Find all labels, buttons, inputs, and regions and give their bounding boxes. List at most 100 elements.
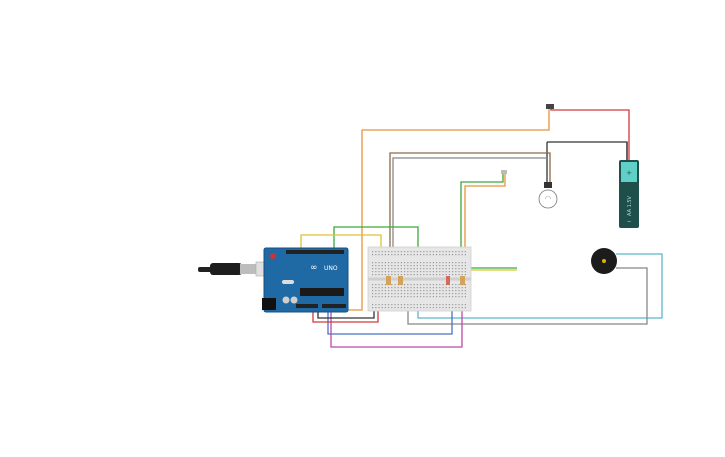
breadboard-hole [458,290,460,292]
breadboard-hole [439,271,441,273]
breadboard-hole [416,254,418,256]
breadboard-hole [394,293,396,295]
breadboard-hole [397,290,399,292]
breadboard-hole [432,271,434,273]
arduino-uno[interactable]: ∞ UNO [262,247,349,313]
wire-orange-sensor[interactable] [464,174,506,262]
resistor-icon[interactable] [386,276,391,285]
wire-magenta[interactable] [330,282,463,348]
breadboard-hole [439,254,441,256]
breadboard-hole [378,293,380,295]
slide-switch[interactable] [546,104,554,109]
breadboard-holes [372,251,466,309]
wire-gray[interactable] [392,157,547,262]
breadboard-hole [375,271,377,273]
power-jack [262,298,276,310]
breadboard-hole [384,304,386,306]
battery[interactable]: + AA 1.5V − [619,160,639,228]
breadboard-hole [452,265,454,267]
wire-red-gnd[interactable] [312,308,379,323]
breadboard-hole [384,284,386,286]
breadboard-hole [426,296,428,298]
breadboard-hole [384,296,386,298]
breadboard-hole [423,251,425,253]
breadboard-hole [452,274,454,276]
sensor-part[interactable] [501,170,507,174]
breadboard-hole [394,284,396,286]
breadboard-hole [429,284,431,286]
breadboard-hole [448,268,450,270]
breadboard-hole [372,268,374,270]
breadboard-hole [464,274,466,276]
breadboard-hole [391,293,393,295]
breadboard-hole [461,307,463,309]
breadboard-hole [400,293,402,295]
breadboard-hole [381,290,383,292]
wire-gray-buzzer[interactable] [407,267,648,325]
wire-green-board[interactable] [333,226,419,262]
wire-red[interactable] [550,108,630,162]
wire-black[interactable] [547,141,628,162]
breadboard-hole [461,293,463,295]
breadboard-hole [436,265,438,267]
breadboard-hole [461,304,463,306]
breadboard-hole [372,284,374,286]
breadboard-hole [420,268,422,270]
breadboard-hole [407,293,409,295]
breadboard-hole [448,254,450,256]
breadboard-hole [404,271,406,273]
breadboard-hole [464,293,466,295]
breadboard-hole [464,296,466,298]
resistor-icon[interactable] [446,276,450,285]
breadboard-hole [445,307,447,309]
breadboard-hole [413,254,415,256]
breadboard[interactable] [367,246,472,312]
breadboard-hole [452,268,454,270]
breadboard-hole [391,251,393,253]
breadboard-hole [423,271,425,273]
breadboard-hole [429,271,431,273]
breadboard-hole [432,265,434,267]
breadboard-hole [375,265,377,267]
breadboard-hole [420,307,422,309]
wire-orange[interactable] [348,108,550,311]
breadboard-hole [413,268,415,270]
breadboard-hole [375,307,377,309]
breadboard-hole [464,287,466,289]
breadboard-hole [452,304,454,306]
breadboard-hole [391,254,393,256]
atmega-chip [300,288,344,296]
breadboard-hole [388,254,390,256]
resistor-icon[interactable] [398,276,403,285]
breadboard-hole [394,274,396,276]
breadboard-hole [436,271,438,273]
breadboard-hole [445,271,447,273]
wire-black-gnd[interactable] [317,306,375,319]
breadboard-hole [452,293,454,295]
wire-cyan-buzzer[interactable] [417,253,663,319]
breadboard-hole [455,251,457,253]
arduino-board[interactable] [263,247,349,313]
breadboard-hole [410,304,412,306]
breadboard-hole [391,290,393,292]
wire-brown[interactable] [389,152,551,260]
wire-green-sensor[interactable] [460,174,504,262]
wires [300,108,663,348]
breadboard-hole [416,307,418,309]
breadboard-hole [384,265,386,267]
lightbulb[interactable] [538,182,558,209]
reset-button[interactable] [270,253,276,259]
breadboard-hole [455,290,457,292]
breadboard-hole [420,293,422,295]
breadboard-hole [432,296,434,298]
piezo-buzzer[interactable] [591,248,617,274]
breadboard-hole [372,265,374,267]
breadboard-hole [461,274,463,276]
breadboard-hole [445,262,447,264]
battery-label: AA 1.5V [627,195,633,216]
breadboard-hole [384,293,386,295]
breadboard-hole [439,296,441,298]
resistor-icon[interactable] [460,276,465,285]
